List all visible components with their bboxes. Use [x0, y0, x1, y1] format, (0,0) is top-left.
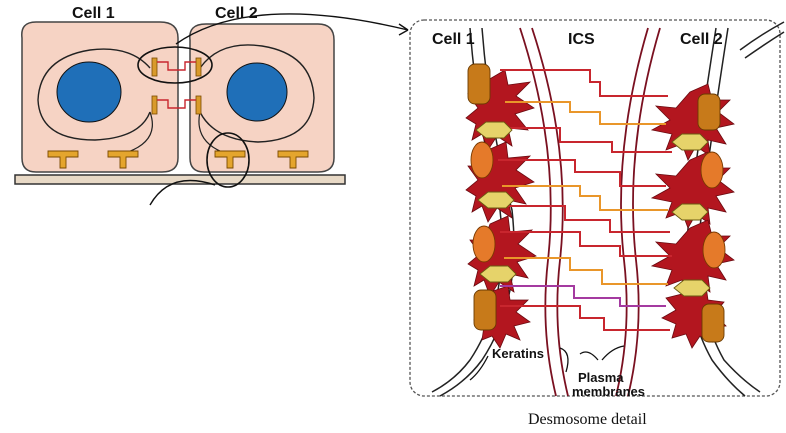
- substrate: [15, 175, 345, 184]
- plasma-membranes: [520, 28, 660, 396]
- membranes-label: membranes: [572, 384, 645, 399]
- ics-label: ICS: [568, 31, 595, 48]
- detail-cell-1-label: Cell 1: [432, 31, 475, 48]
- cell-1-nucleus: [57, 62, 121, 122]
- keratins-label: Keratins: [492, 346, 544, 361]
- detail-frame: [410, 20, 780, 396]
- cell-1-label: Cell 1: [72, 5, 115, 22]
- detail-caption: Desmosome detail: [528, 411, 647, 428]
- desmosome-detail: Cell 1 ICS Cell 2 Keratins Plasma membra…: [410, 20, 784, 428]
- detail-cell-2-label: Cell 2: [680, 31, 723, 48]
- cell-2-nucleus: [227, 63, 287, 121]
- plasma-label: Plasma: [578, 370, 624, 385]
- cell-overview: Cell 1 Cell 2: [15, 5, 408, 205]
